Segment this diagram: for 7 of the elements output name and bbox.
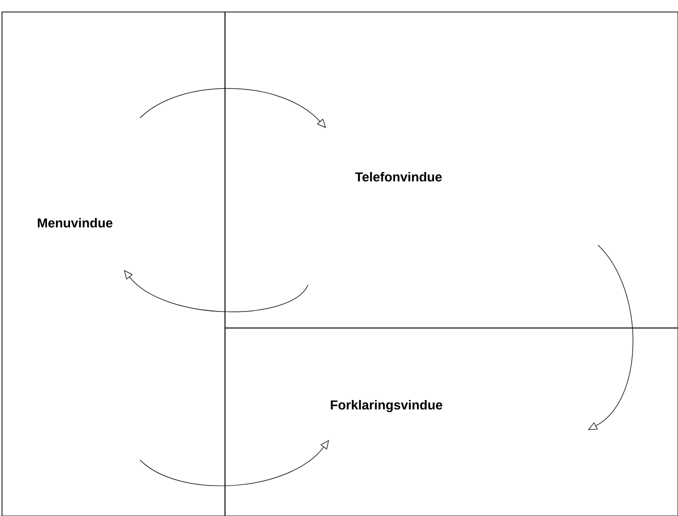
curved-arrow <box>140 88 326 128</box>
curved-arrow <box>124 270 308 312</box>
curved-arrow <box>140 440 329 486</box>
window-region: Menuvindue <box>2 12 226 516</box>
curved-arrow <box>588 244 634 430</box>
window-region: Forklaringsvindue <box>224 328 678 516</box>
window-region: Telefonvindue <box>224 12 678 328</box>
